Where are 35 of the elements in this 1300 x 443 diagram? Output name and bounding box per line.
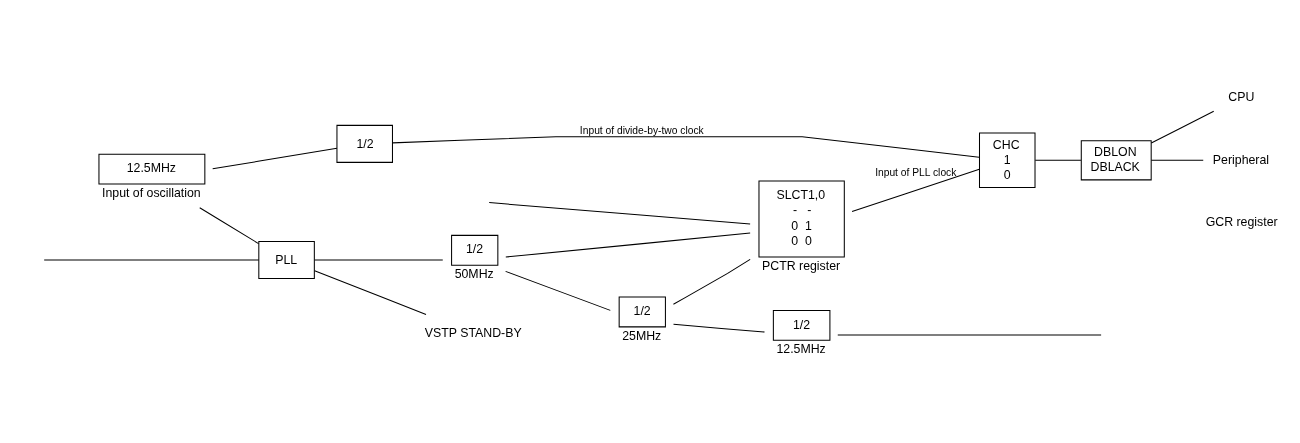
label: GCR register (1205, 215, 1278, 230)
connector (505, 232, 751, 258)
node-text: CPU (1228, 90, 1255, 105)
node-label: PCTR register (762, 258, 841, 273)
connector (43, 259, 260, 261)
connector (1034, 159, 1082, 161)
node-box: DBLON DBLACK (1080, 140, 1152, 181)
connector (488, 202, 751, 225)
node-text: VSTP STAND-BY (424, 325, 522, 340)
node-text: Peripheral (1212, 153, 1270, 168)
connector (392, 136, 980, 158)
connector (1150, 110, 1215, 144)
connector (199, 207, 260, 245)
node-box: 1/2 (451, 234, 499, 266)
connector (673, 323, 766, 333)
node-box: SLCT1,0 - - 0 1 0 0 (758, 180, 845, 258)
connector (314, 259, 444, 261)
node-label: 50MHz (454, 267, 494, 282)
node-label: 12.5MHz (776, 342, 826, 357)
connector (851, 168, 980, 213)
connector (1150, 159, 1204, 161)
connector (212, 147, 338, 170)
node-box: 12.5MHz (98, 153, 206, 185)
connector (314, 270, 427, 315)
connector (672, 258, 751, 305)
node-box: 1/2 (336, 124, 393, 163)
node-label: Input of oscillation (102, 185, 201, 200)
node-box: 1/2 (618, 296, 666, 328)
edge-label: Input of divide-by-two clock (579, 124, 704, 136)
edge-label: Input of PLL clock (875, 166, 957, 178)
connector (505, 270, 611, 311)
node-box: 1/2 (772, 309, 831, 341)
node-box: CHC 1 0 (979, 132, 1036, 189)
node-box: PLL (258, 241, 315, 280)
node-label: 25MHz (622, 328, 662, 343)
